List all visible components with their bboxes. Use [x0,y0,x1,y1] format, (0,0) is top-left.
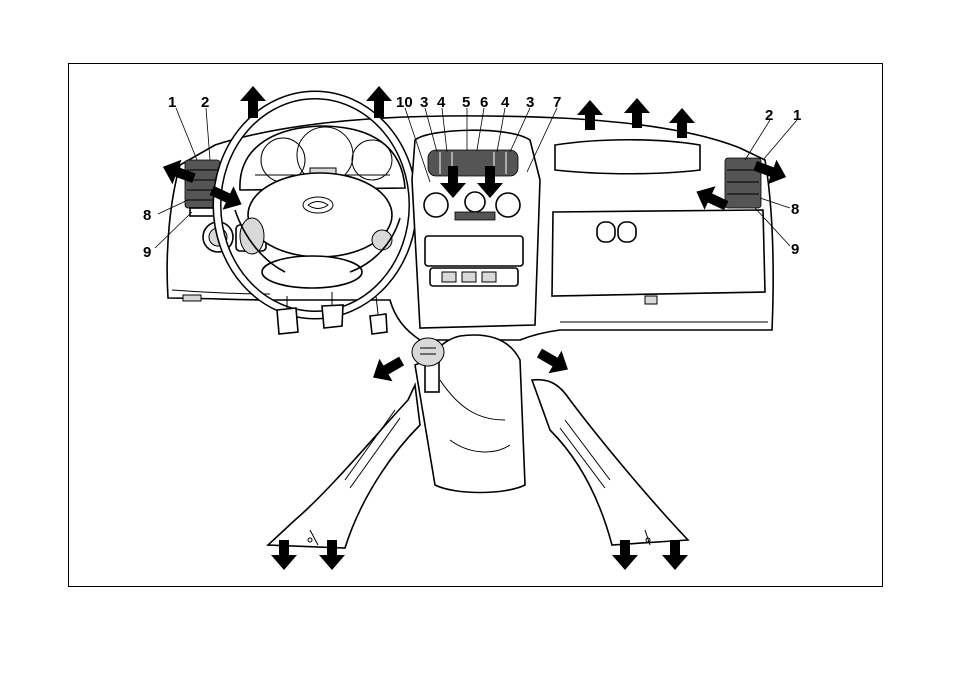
down-right-arrow-icon [533,342,575,381]
callout-4-center-right: 4 [501,94,510,111]
down-arrow-icon [662,540,688,570]
callout-7: 7 [553,94,561,111]
callout-9-right: 9 [791,241,799,258]
callout-9-left: 9 [143,244,151,261]
callout-1-right: 1 [793,107,801,124]
callout-2-right: 2 [765,107,773,124]
left-floor-duct [268,385,420,548]
callout-3-center-right: 3 [526,94,534,111]
callout-8-left: 8 [143,207,151,224]
up-arrow-icon [577,100,603,130]
callout-4-center-left: 4 [437,94,446,111]
right-floor-duct [532,380,688,545]
callout-3-center-left: 3 [420,94,428,111]
callout-5: 5 [462,94,470,111]
callout-6: 6 [480,94,488,111]
gear-lever [412,335,525,493]
callout-10: 10 [396,94,413,111]
lower-glovebox [552,210,765,304]
callout-2-left: 2 [201,94,209,111]
upper-glovebox [555,140,700,174]
center-console [412,130,540,328]
callout-1-left: 1 [168,94,176,111]
down-left-arrow-icon [367,350,409,389]
callout-8-right: 8 [791,201,799,218]
